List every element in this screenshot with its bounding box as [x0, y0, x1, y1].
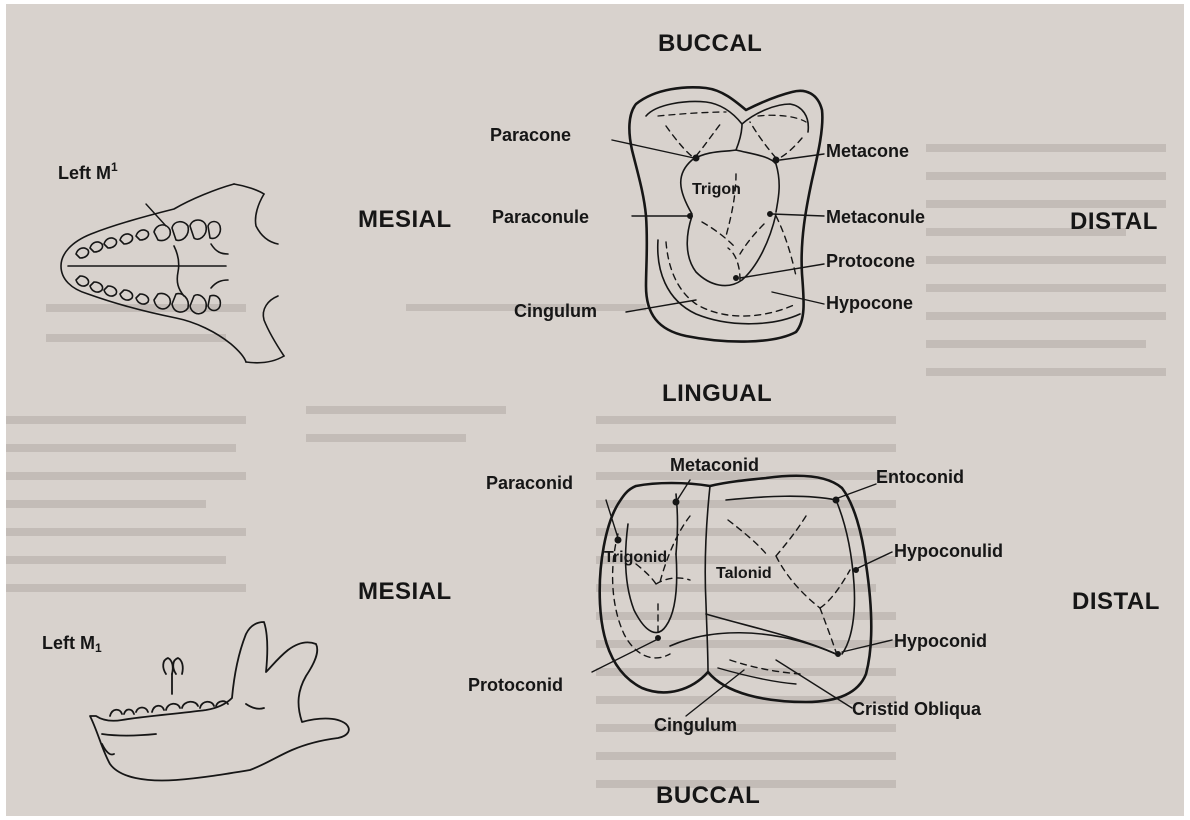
figure-artwork [6, 4, 1184, 816]
hypoconid-label: Hypoconid [894, 632, 987, 650]
upper-distal-label: DISTAL [1070, 210, 1158, 234]
mandible-drawing [90, 622, 349, 780]
protocone-label: Protocone [826, 252, 915, 270]
lower-molar-drawing [592, 476, 892, 716]
cristid-obliqua-label: Cristid Obliqua [852, 700, 981, 718]
lower-mesial-label: MESIAL [358, 580, 452, 604]
upper-buccal-label: BUCCAL [658, 32, 762, 56]
talonid-label: Talonid [716, 566, 772, 582]
lower-buccal-label: BUCCAL [656, 784, 760, 808]
trigonid-label: Trigonid [604, 550, 667, 566]
entoconid-label: Entoconid [876, 468, 964, 486]
left-lower-m1-text: Left M [42, 633, 95, 653]
trigon-label: Trigon [692, 182, 741, 198]
textbook-page: BUCCAL MESIAL DISTAL LINGUAL Left M1 Par… [6, 4, 1184, 816]
metaconid-label: Metaconid [670, 456, 759, 474]
left-upper-m1-label: Left M1 [58, 164, 118, 182]
protoconid-label: Protoconid [468, 676, 563, 694]
paraconule-label: Paraconule [492, 208, 589, 226]
left-upper-m1-text: Left M [58, 163, 111, 183]
paraconid-label: Paraconid [486, 474, 573, 492]
paracone-label: Paracone [490, 126, 571, 144]
upper-molar-drawing [612, 87, 824, 341]
metacone-label: Metacone [826, 142, 909, 160]
lower-distal-label: DISTAL [1072, 590, 1160, 614]
hypocone-label: Hypocone [826, 294, 913, 312]
hypoconulid-label: Hypoconulid [894, 542, 1003, 560]
skull-ventral-drawing [61, 184, 284, 363]
metaconule-label: Metaconule [826, 208, 925, 226]
lower-m1-subscript: 1 [95, 641, 102, 655]
upper-cingulum-label: Cingulum [514, 302, 597, 320]
upper-mesial-label: MESIAL [358, 208, 452, 232]
lower-cingulum-label: Cingulum [654, 716, 737, 734]
upper-lingual-label: LINGUAL [662, 382, 772, 406]
left-lower-m1-label: Left M1 [42, 634, 102, 652]
upper-m1-superscript: 1 [111, 160, 118, 174]
